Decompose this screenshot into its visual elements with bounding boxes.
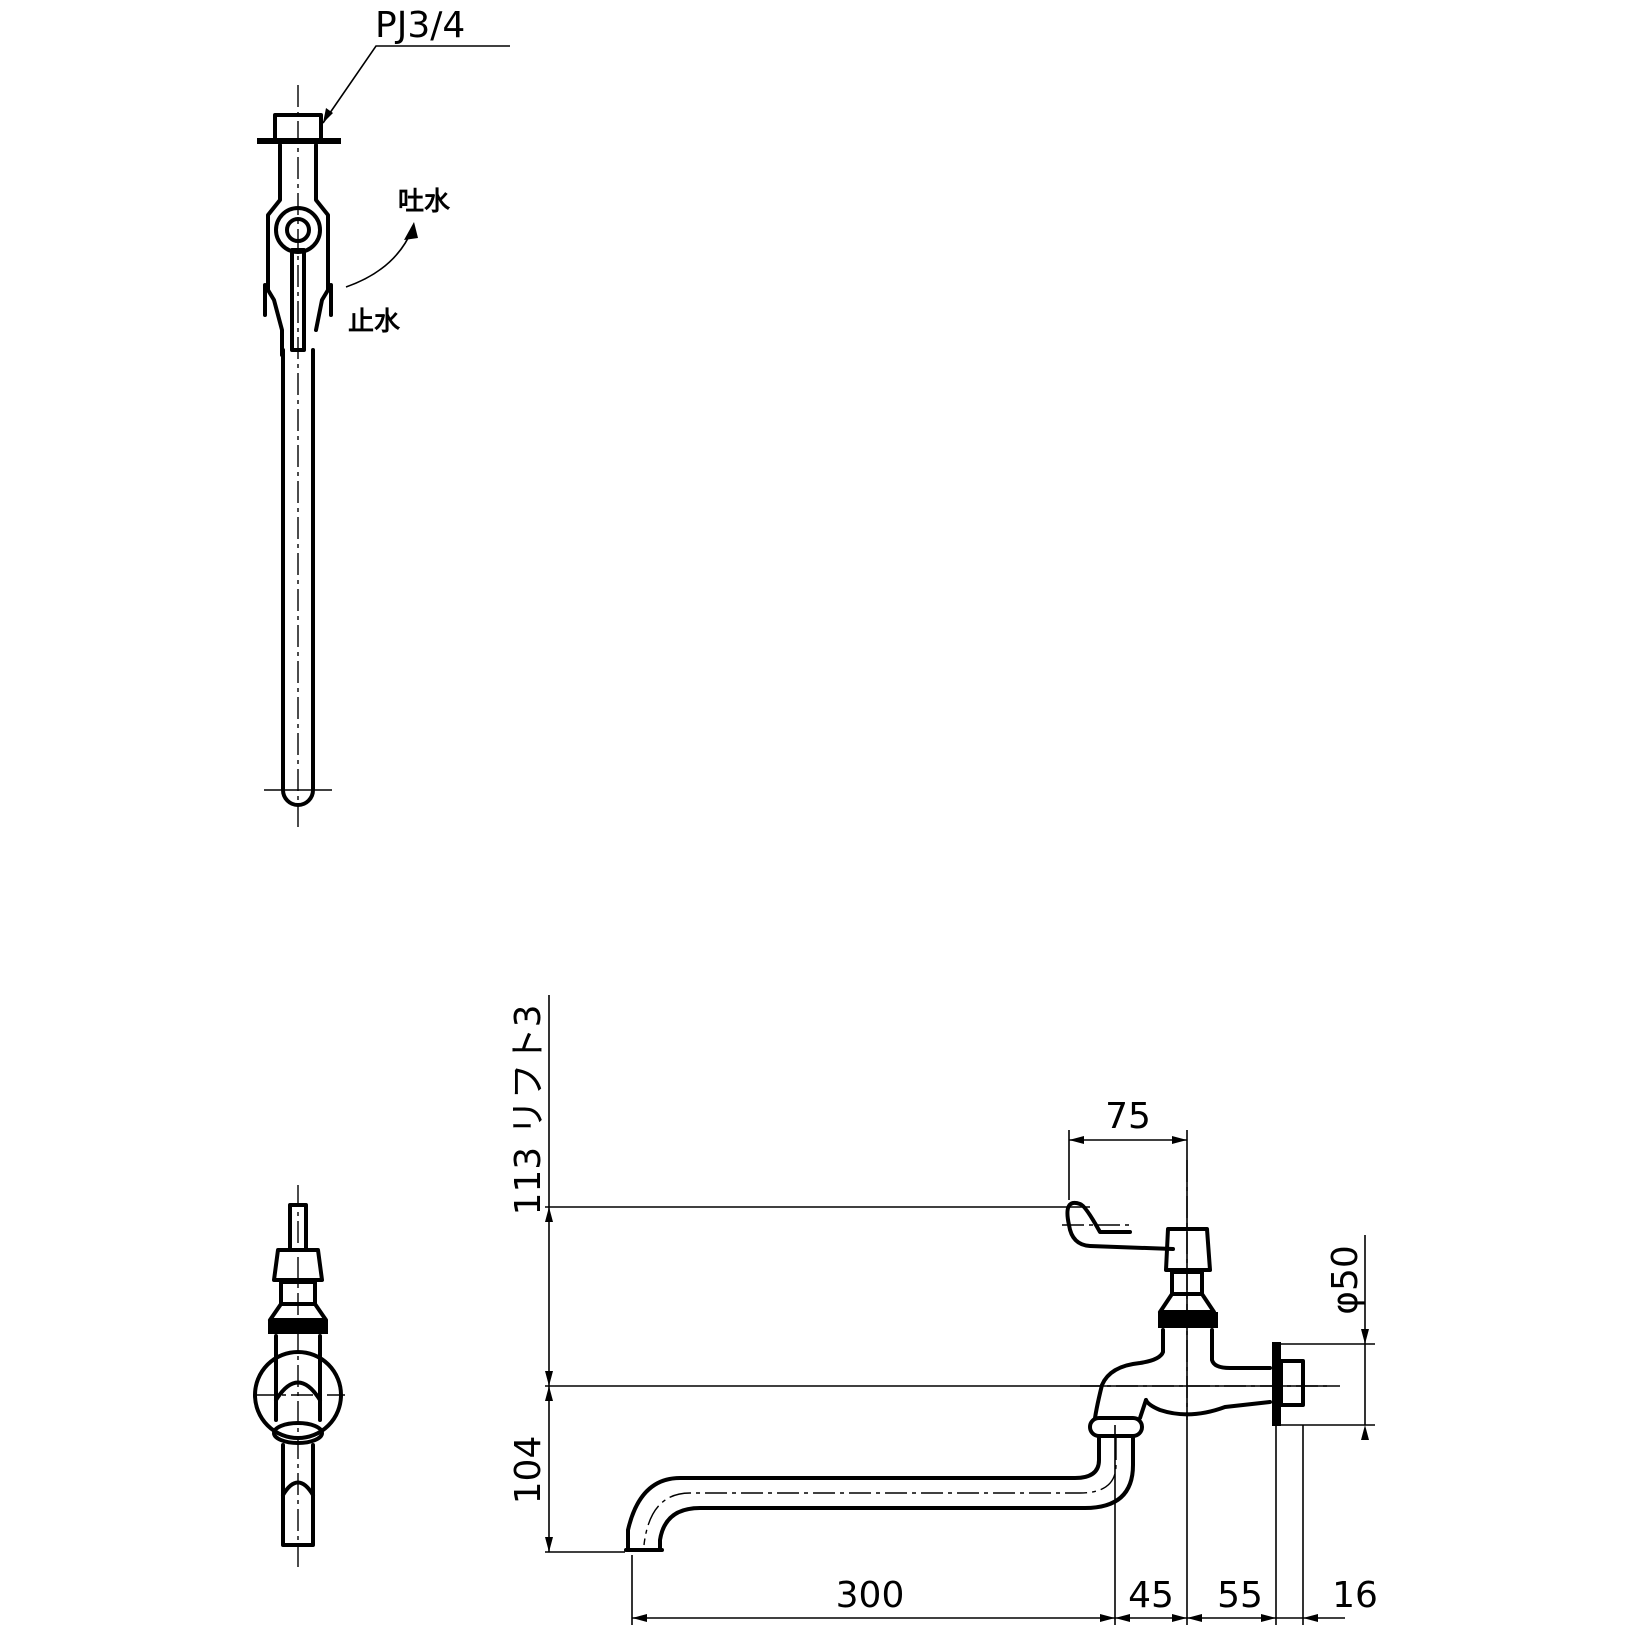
front-body [274,1334,322,1422]
leader-arrowhead [323,108,333,123]
rotation-arrowhead [404,222,418,240]
dim-flange-diameter: φ50 [1325,1245,1366,1315]
union-nut [1088,1416,1144,1438]
body-lip [1138,1398,1148,1420]
front-ring [268,1320,328,1334]
top-handle-hub-inner [285,217,311,243]
dim-flange-thickness: 16 [1332,1575,1378,1616]
body-left [1093,1328,1165,1420]
spout-label: 吐水 [398,187,451,217]
front-spout-curve [281,1480,315,1497]
dim-spout-to-body: 45 [1128,1575,1174,1616]
front-view [253,1185,345,1570]
body-bottom [1144,1398,1272,1417]
spindle [1170,1270,1204,1296]
stop-label: 止水 [348,307,401,337]
dimension-labels: 113 リフト3 104 75 φ50 300 45 55 16 [508,1004,1378,1616]
dim-handle-height: 113 リフト3 [508,1004,549,1215]
dim-handle-offset: 75 [1105,1096,1151,1137]
spout-pipe [626,1436,1135,1552]
side-view [545,995,1375,1625]
front-union-nut [272,1421,324,1445]
dim-spout-drop: 104 [508,1436,549,1505]
front-flange [253,1350,343,1440]
front-spout-bend [274,1380,322,1402]
body-right-top [1210,1328,1272,1370]
dim-spout-reach: 300 [836,1575,905,1616]
top-spout-pipe [281,348,315,807]
dim-body-to-wall: 55 [1217,1575,1263,1616]
thread-leader-line [322,45,510,124]
bonnet-ring [1158,1312,1218,1328]
top-body-sides [263,283,333,317]
dimension-lines [545,995,1369,1622]
front-handle-cap [272,1248,324,1282]
handle-cap [1164,1227,1212,1272]
top-body [266,143,330,357]
thread-label: PJ3/4 [375,5,465,46]
rotation-arrow [345,229,413,288]
top-thread-nut [273,113,323,142]
spout-pipe-centerline [643,1438,1117,1546]
wall-flange [1272,1342,1281,1426]
front-neck [279,1280,317,1306]
top-view: PJ3/4 吐水 止水 [257,5,510,830]
top-lever [290,248,306,352]
thread-connector [1279,1359,1305,1407]
lever-handle [1065,1201,1175,1251]
